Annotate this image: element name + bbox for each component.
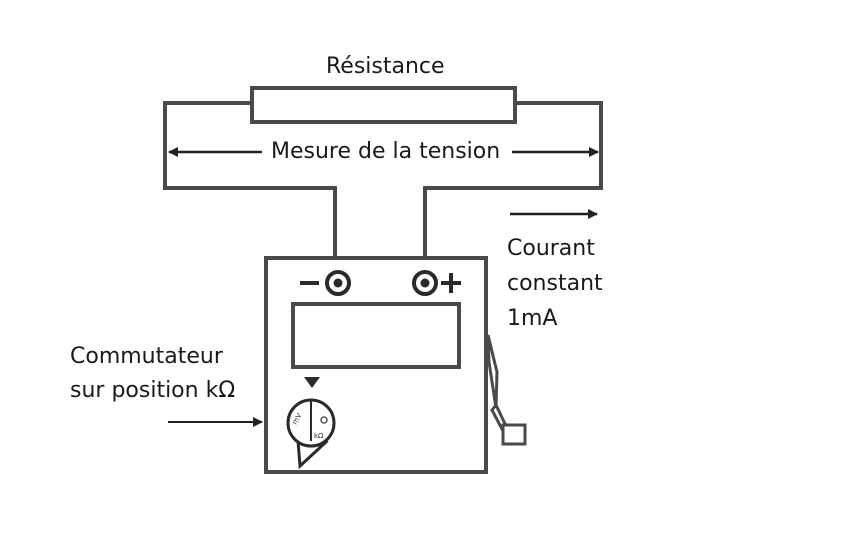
plus-sign-glyph (441, 273, 461, 293)
rotary-switch[interactable]: mV kΩ (286, 398, 336, 470)
test-probe (486, 334, 527, 446)
left-wire (163, 101, 337, 275)
switch-label-line1: Commutateur (70, 344, 223, 369)
right-wire (423, 101, 603, 275)
current-label-line2: constant (507, 271, 603, 296)
current-label-line3: 1mA (507, 306, 558, 331)
multimeter-display (291, 302, 461, 369)
plus-terminal[interactable] (412, 270, 438, 296)
voltage-label: Mesure de la tension (268, 138, 504, 166)
dial-pointer-triangle (304, 377, 320, 388)
dial-mark-kohm: kΩ (314, 432, 324, 440)
circuit-wires (163, 101, 603, 275)
minus-terminal[interactable] (325, 270, 351, 296)
resistor (250, 86, 517, 124)
resistor-label: Résistance (326, 54, 445, 79)
switch-label-line2: sur position kΩ (70, 378, 236, 403)
current-label-line1: Courant (507, 236, 595, 261)
